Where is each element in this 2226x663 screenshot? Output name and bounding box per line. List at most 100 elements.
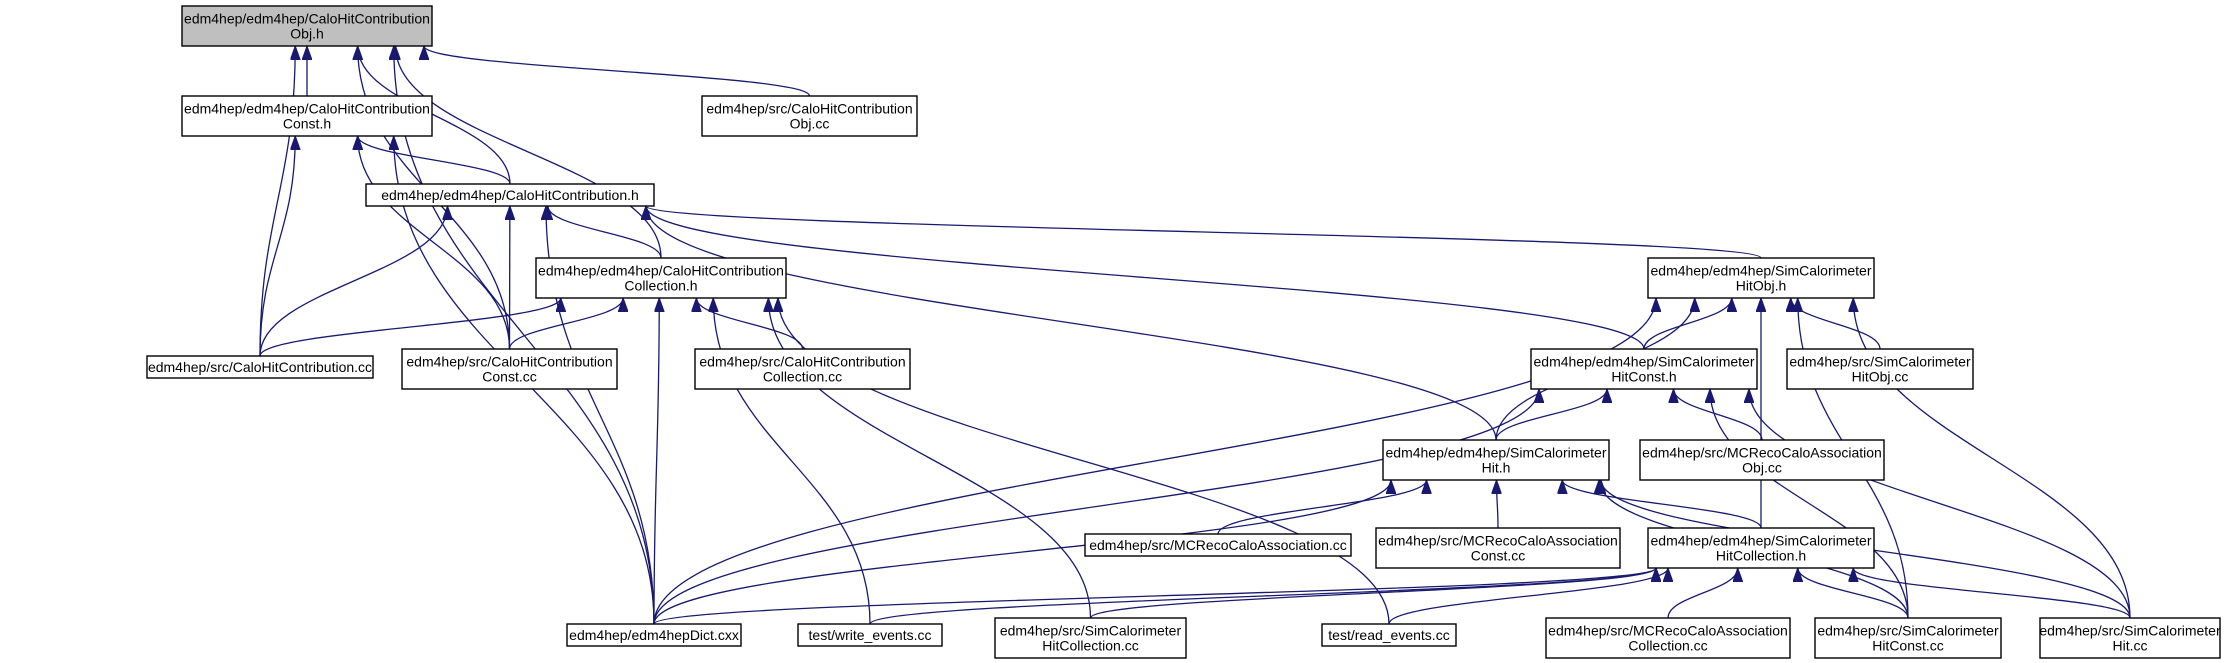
node-label: edm4hep/edm4hep/SimCalorimeter [1651, 533, 1872, 549]
node-label: edm4hep/src/SimCalorimeter [2039, 623, 2221, 639]
edge-line [653, 389, 1539, 625]
node-label: HitObj.cc [1852, 369, 1909, 385]
edge-line [653, 298, 659, 625]
node-box [1545, 617, 1791, 659]
edge-edm4hepdict-cxx-to-calohitcontribution-collection-h [653, 298, 659, 625]
edge-line [1674, 388, 1763, 441]
edge-edm4hepdict-cxx-to-calohitcontribution-obj-h [394, 46, 655, 625]
node-label: Collection.cc [763, 369, 842, 385]
node-src-calohitcontribution-cc[interactable]: edm4hep/src/CaloHitContribution.cc [146, 355, 374, 379]
edge-src-simcalorimeterhit-cc-to-simcalorimeterhit-const-h [1749, 389, 2131, 619]
node-box [1375, 527, 1621, 569]
node-src-simcalorimeterhit-collection-cc[interactable]: edm4hep/src/SimCalorimeterHitCollection.… [994, 617, 1187, 659]
node-label: test/read_events.cc [1328, 627, 1449, 643]
node-label: Hit.cc [2113, 638, 2148, 654]
edge-src-simcalorimeterhit-obj-cc-to-simcalorimeterhit-obj-h [1791, 297, 1881, 350]
edge-line [646, 205, 1645, 350]
node-src-mcrecocaloassociation-collection-cc[interactable]: edm4hep/src/MCRecoCaloAssociationCollect… [1545, 617, 1791, 659]
node-calohitcontribution-h[interactable]: edm4hep/edm4hep/CaloHitContribution.h [365, 183, 655, 207]
node-label: edm4hep/edm4hep/CaloHitContribution [184, 11, 430, 27]
edge-src-mcrecocaloassociation-cc-to-simcalorimeterhit-h [1217, 479, 1427, 535]
node-label: HitCollection.cc [1042, 638, 1138, 654]
node-label: Const.cc [1471, 548, 1525, 564]
node-test-read-events-cc[interactable]: test/read_events.cc [1321, 623, 1457, 647]
edge-line [259, 46, 295, 357]
node-src-mcrecocaloassociation-const-cc[interactable]: edm4hep/src/MCRecoCaloAssociationConst.c… [1375, 527, 1621, 569]
file-nodes: edm4hep/edm4hep/CaloHitContributionObj.h… [146, 5, 2221, 659]
edge-calohitcontribution-collection-h-to-calohitcontribution-h [548, 205, 662, 259]
edge-src-simcalorimeterhit-const-cc-to-simcalorimeterhit-const-h [1710, 389, 1909, 619]
node-label: HitConst.cc [1872, 638, 1944, 654]
node-label: Obj.h [290, 26, 323, 42]
edge-src-simcalorimeterhit-collection-cc-to-calohitcontribution-collection-h [768, 298, 1092, 619]
node-label: edm4hep/src/CaloHitContribution.cc [148, 359, 372, 375]
node-label: edm4hep/src/SimCalorimeter [1817, 623, 1999, 639]
edge-line [1388, 567, 1668, 625]
edge-simcalorimeterhit-collection-h-to-simcalorimeterhit-h [1562, 479, 1762, 529]
edge-src-mcrecocaloassociation-const-cc-to-simcalorimeterhit-h [1497, 480, 1499, 529]
node-box [694, 348, 911, 390]
node-label: Obj.cc [1742, 460, 1782, 476]
node-label: edm4hep/src/MCRecoCaloAssociation [1642, 445, 1882, 461]
edge-line [508, 297, 624, 350]
node-label: edm4hep/src/MCRecoCaloAssociation [1548, 623, 1788, 639]
edge-line [259, 297, 561, 357]
edge-src-calohitcontribution-cc-to-calohitcontribution-const-h [259, 136, 295, 357]
node-label: Const.cc [482, 369, 536, 385]
edge-simcalorimeterhit-obj-h-to-calohitcontribution-h [646, 205, 1762, 259]
edge-calohitcontribution-collection-h-to-calohitcontribution-obj-h [396, 46, 662, 259]
node-box [146, 355, 374, 379]
node-label: Collection.h [624, 278, 697, 294]
edge-src-calohitcontribution-const-cc-to-calohitcontribution-collection-h [508, 297, 624, 350]
edge-simcalorimeterhit-const-h-to-simcalorimeterhit-obj-h [1643, 297, 1732, 350]
node-box [181, 95, 433, 137]
node-box [1321, 623, 1457, 647]
edge-line [768, 298, 1092, 619]
edge-line [259, 136, 295, 357]
edge-line [696, 297, 804, 350]
edge-test-read-events-cc-to-calohitcontribution-collection-h [778, 298, 1390, 625]
node-edm4hepdict-cxx[interactable]: edm4hep/edm4hepDict.cxx [566, 623, 742, 647]
node-test-write-events-cc[interactable]: test/write_events.cc [797, 623, 943, 647]
edge-src-mcrecocaloassociation-obj-cc-to-simcalorimeterhit-const-h [1674, 388, 1763, 441]
node-label: edm4hep/src/CaloHitContribution [699, 354, 905, 370]
node-box [1382, 439, 1610, 481]
node-label: edm4hep/edm4hep/SimCalorimeter [1386, 445, 1607, 461]
node-label: edm4hep/edm4hepDict.cxx [569, 627, 739, 643]
edge-line [646, 205, 1762, 259]
edge-src-calohitcontribution-collection-cc-to-calohitcontribution-collection-h [696, 297, 804, 350]
node-simcalorimeterhit-collection-h[interactable]: edm4hep/edm4hep/SimCalorimeterHitCollect… [1647, 527, 1875, 569]
node-box [1647, 257, 1875, 299]
edge-line [1710, 389, 1909, 619]
node-label: edm4hep/src/CaloHitContribution [406, 354, 612, 370]
edge-line [358, 136, 511, 350]
node-box [1647, 527, 1875, 569]
node-label: HitObj.h [1736, 278, 1787, 294]
node-src-calohitcontribution-collection-cc[interactable]: edm4hep/src/CaloHitContributionCollectio… [694, 348, 911, 390]
node-box [797, 623, 943, 647]
edge-line [1798, 567, 1909, 619]
edge-line [1217, 479, 1427, 535]
node-calohitcontribution-const-h[interactable]: edm4hep/edm4hep/CaloHitContributionConst… [181, 95, 433, 137]
edge-line [1497, 480, 1499, 529]
edge-test-write-events-cc-to-simcalorimeterhit-collection-h [869, 567, 1656, 625]
edge-test-read-events-cc-to-simcalorimeterhit-collection-h [1388, 567, 1668, 625]
edge-edm4hepdict-cxx-to-simcalorimeterhit-const-h [653, 389, 1539, 625]
edge-calohitcontribution-h-to-calohitcontribution-obj-h [358, 46, 511, 185]
edge-src-calohitcontribution-cc-to-calohitcontribution-collection-h [259, 297, 561, 357]
node-label: edm4hep/src/SimCalorimeter [1789, 354, 1971, 370]
node-calohitcontribution-collection-h[interactable]: edm4hep/edm4hep/CaloHitContributionColle… [535, 257, 787, 299]
node-src-mcrecocaloassociation-cc[interactable]: edm4hep/src/MCRecoCaloAssociation.cc [1084, 533, 1352, 557]
edge-line [394, 46, 655, 625]
